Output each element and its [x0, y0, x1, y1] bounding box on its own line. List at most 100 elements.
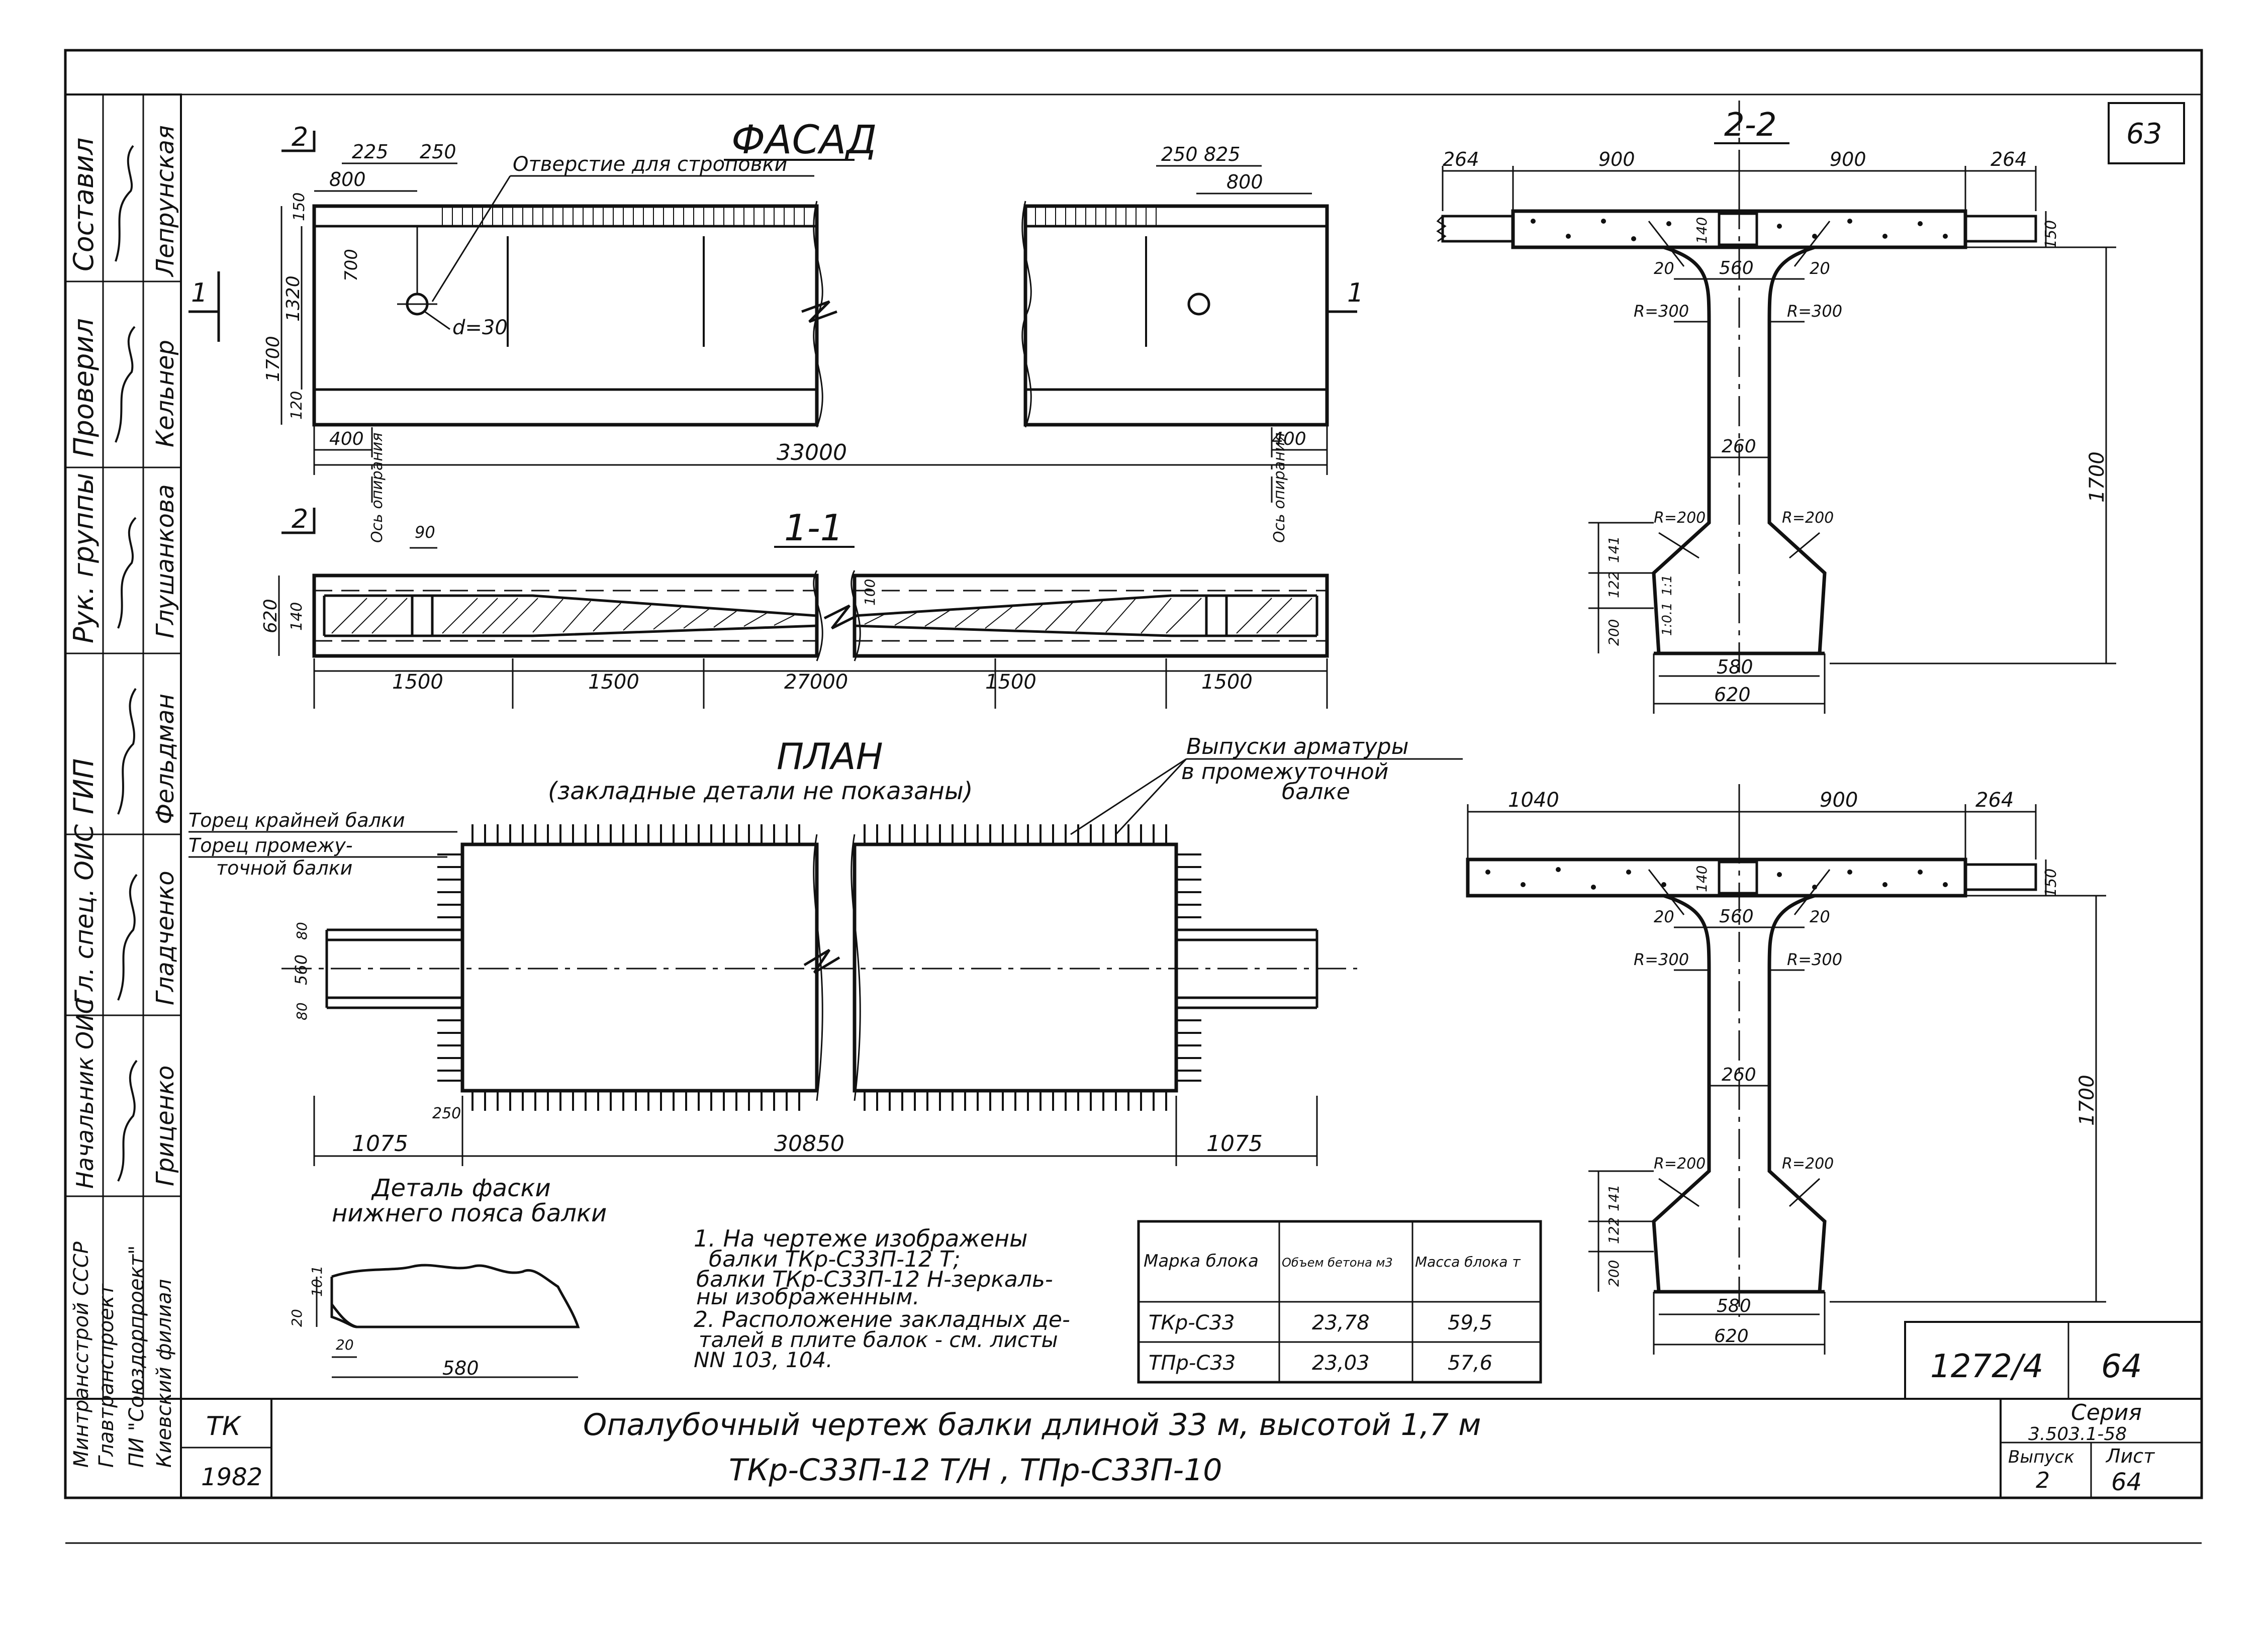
s22-slope-1: 1:1 — [1660, 575, 1675, 596]
doc-number-box: 1272/4 64 — [1904, 1321, 2203, 1400]
s22-dim-141: 141 — [1605, 536, 1622, 563]
sec11-dim-a: 1500 — [392, 671, 443, 694]
stamp-name-6: Гриценко — [151, 1066, 179, 1186]
facade-section-1-left: 1 — [191, 278, 208, 308]
sec11-dim-e: 1500 — [1201, 671, 1253, 694]
year-label: 1982 — [201, 1463, 262, 1491]
plan-view: ПЛАН (закладные детали не показаны) Выпу… — [188, 734, 1463, 1166]
plan-dim-250: 250 — [432, 1105, 461, 1122]
stamp-signature-5 — [117, 874, 138, 1001]
drawing-title-1: Опалубочный чертеж балки длиной 33 м, вы… — [583, 1407, 1481, 1443]
s22-dim-580: 580 — [1717, 656, 1753, 678]
spec-row2-mark: ТПр-С33 — [1149, 1352, 1236, 1375]
s22-dim-20-right: 20 — [1810, 259, 1830, 278]
s22-dim-560: 560 — [1719, 258, 1754, 278]
sb-dim-560: 560 — [1719, 906, 1754, 927]
s22-dim-150: 150 — [2042, 220, 2060, 249]
spec-header-mark: Марка блока — [1144, 1251, 1259, 1271]
stamp-name-3: Глушанкова — [151, 484, 179, 638]
sb-dim-264: 264 — [1975, 789, 2014, 812]
rebar-note-3: балке — [1282, 779, 1350, 805]
sheet-value: 64 — [2111, 1468, 2142, 1496]
plan-dim-80-top: 80 — [294, 922, 310, 940]
org-line-2: Главтранспроект — [95, 1283, 118, 1468]
dim-120: 120 — [288, 391, 306, 420]
facade-view: ФАСАД Отверстие для строповки 225 250 80… — [188, 118, 1364, 543]
title-block: ТК 1982 Опалубочный чертеж балки длиной … — [180, 1398, 2202, 1498]
s22-dim-20-left: 20 — [1654, 259, 1674, 278]
stamp-signature-2 — [115, 326, 136, 443]
rebar-note-2: в промежуточной — [1181, 759, 1388, 785]
sb-r300-right: R=300 — [1787, 950, 1842, 969]
plan-subtitle: (закладные детали не показаны) — [548, 777, 973, 805]
org-line-1: Минтрансстрой СССР — [70, 1241, 93, 1468]
note-line-2: балки ТКр-С33П-12 Т; — [709, 1247, 961, 1272]
spec-row1-mass: 59,5 — [1448, 1311, 1492, 1334]
s22-dim-900-right: 900 — [1830, 148, 1866, 170]
s22-dim-122: 122 — [1605, 571, 1622, 598]
axis-label-left: Ось опирания — [368, 433, 386, 543]
sb-dim-150: 150 — [2042, 869, 2060, 897]
dim-400-left: 400 — [329, 429, 364, 449]
org-line-4: Киевский филиал — [153, 1279, 176, 1468]
s22-dim-200: 200 — [1605, 619, 1622, 646]
section-edge-beam: 1040 900 264 140 150 20 20 560 R=300 R=3… — [1466, 784, 2106, 1355]
spec-row1-mark: ТКр-С33 — [1149, 1311, 1235, 1334]
facade-slab-ticks — [442, 207, 1157, 226]
end-note-2: Торец промежу- — [188, 834, 353, 856]
note-line-3: балки ТКр-С33П-12 Н-зеркаль- — [696, 1267, 1053, 1292]
dim-825-right: 825 — [1204, 143, 1241, 165]
dim-250-left: 250 — [420, 141, 456, 163]
sec11-dim-d: 1500 — [985, 671, 1036, 694]
dim-150: 150 — [291, 193, 308, 221]
detail-title-2: нижнего пояса балки — [332, 1199, 607, 1227]
stamp-name-4: Фельдман — [151, 694, 179, 824]
spec-header-mass: Масса блока т — [1415, 1254, 1521, 1270]
dim-225-left: 225 — [352, 141, 389, 163]
doc-number: 1272/4 — [1930, 1348, 2043, 1385]
sb-dim-20-right: 20 — [1810, 907, 1830, 926]
sb-dim-620: 620 — [1714, 1326, 1749, 1347]
stamp-signature-3 — [117, 517, 137, 629]
detail-dim-10: 10.1 — [309, 1266, 325, 1297]
sb-dim-20-left: 20 — [1654, 907, 1674, 926]
plan-dim-b: 30850 — [774, 1131, 844, 1157]
dim-1700: 1700 — [263, 336, 284, 382]
spec-row2-mass: 57,6 — [1448, 1352, 1492, 1375]
s22-r300-left: R=300 — [1634, 302, 1689, 321]
chamfer-detail: Деталь фаски нижнего пояса балки 10.1 20… — [289, 1174, 607, 1379]
dim-800-left: 800 — [329, 168, 366, 190]
sheet-frame — [64, 49, 2203, 1544]
stamp-name-1: Лепрунская — [151, 125, 179, 277]
plan-dim-c: 1075 — [1206, 1131, 1263, 1157]
note-line-1: 1. На чертеже изображены — [694, 1225, 1027, 1252]
sec11-dim-b: 1500 — [588, 671, 639, 694]
detail-dim-20-b: 20 — [336, 1336, 354, 1353]
detail-dim-20-a: 20 — [289, 1309, 305, 1327]
axis-label-right: Ось опирания — [1271, 433, 1288, 543]
sec11-dim-140: 140 — [288, 602, 306, 631]
sb-dim-900: 900 — [1820, 789, 1858, 812]
sheet-label: Лист — [2105, 1445, 2155, 1467]
sb-r200-left: R=200 — [1654, 1155, 1706, 1173]
sb-r300-left: R=300 — [1634, 950, 1689, 969]
side-stamp: Составил Лепрунская Проверил Кельнер Рук… — [64, 93, 182, 1468]
plan-dim-560: 560 — [292, 954, 311, 985]
plan-dim-a: 1075 — [352, 1131, 408, 1157]
stamp-role-4: ГИП — [68, 758, 100, 814]
sb-dim-141: 141 — [1605, 1185, 1622, 1211]
tk-label: ТК — [206, 1411, 242, 1442]
s22-dim-264-left: 264 — [1443, 148, 1479, 170]
sb-dim-200: 200 — [1605, 1260, 1622, 1287]
issue-value: 2 — [2036, 1468, 2050, 1493]
hole-note: Отверстие для строповки — [513, 153, 787, 176]
s22-height: 1700 — [2086, 451, 2109, 503]
stamp-signature-1 — [115, 145, 134, 262]
end-note-1: Торец крайней балки — [188, 809, 405, 831]
sb-r200-right: R=200 — [1782, 1155, 1834, 1173]
s22-r200-left: R=200 — [1654, 509, 1706, 527]
s22-dim-620: 620 — [1714, 684, 1751, 706]
page-number: 63 — [2126, 118, 2162, 150]
sec11-dim-c: 27000 — [784, 671, 848, 694]
